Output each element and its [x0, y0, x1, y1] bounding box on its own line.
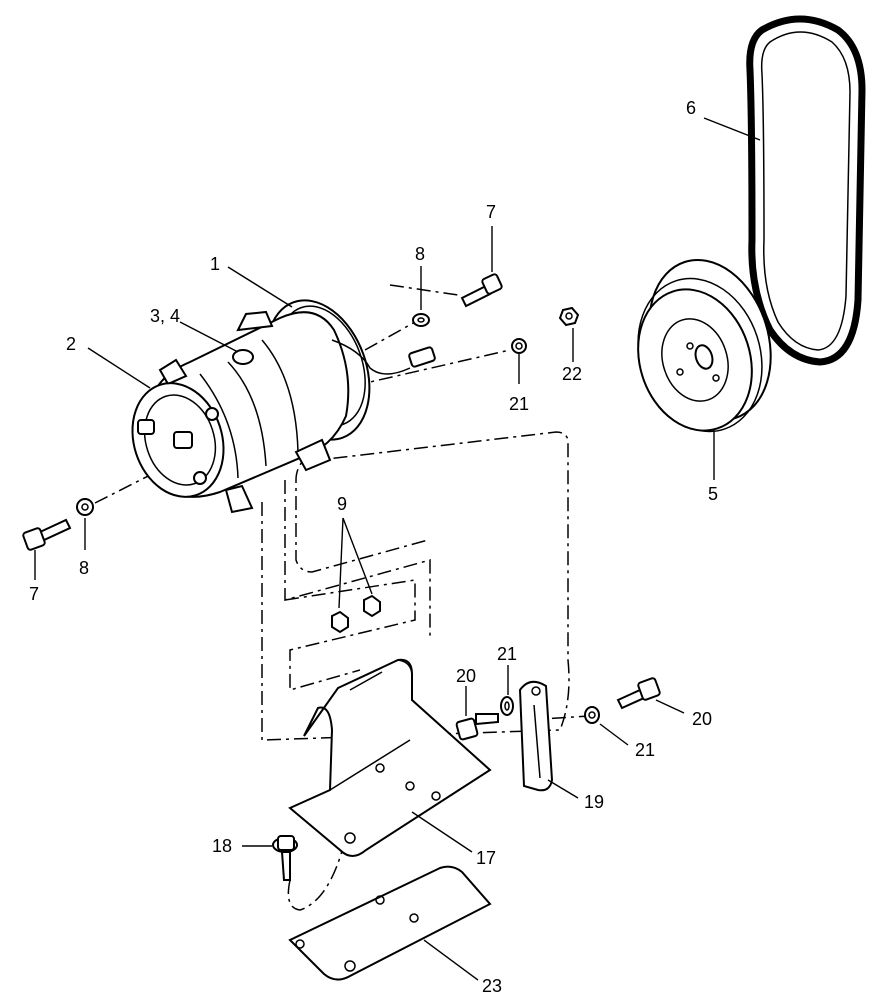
adjusting-strap — [518, 680, 554, 792]
callout-7-left: 7 — [29, 584, 39, 604]
callout-21-top: 21 — [509, 394, 529, 414]
drive-belt — [746, 15, 866, 366]
compressor — [131, 299, 436, 514]
callout-2: 2 — [66, 334, 76, 354]
callout-22: 22 — [562, 364, 582, 384]
callout-7-top: 7 — [486, 202, 496, 222]
callout-23: 23 — [482, 976, 502, 996]
base-plate — [288, 865, 492, 981]
pulley — [637, 258, 772, 433]
callout-3-4: 3, 4 — [150, 306, 180, 326]
callout-8-top: 8 — [415, 244, 425, 264]
callout-6: 6 — [686, 98, 696, 118]
mounting-bracket — [288, 658, 492, 857]
callout-20-right: 20 — [692, 709, 712, 729]
callout-21-center: 21 — [497, 644, 517, 664]
callout-19: 19 — [584, 792, 604, 812]
callout-21-right: 21 — [635, 740, 655, 760]
callout-20-center: 20 — [456, 666, 476, 686]
callout-8-left: 8 — [79, 558, 89, 578]
leader-lines — [34, 117, 761, 981]
callout-1: 1 — [210, 254, 220, 274]
callout-5: 5 — [708, 484, 718, 504]
callout-18: 18 — [212, 836, 232, 856]
callout-17: 17 — [476, 848, 496, 868]
fasteners — [22, 273, 661, 881]
callout-9: 9 — [337, 494, 347, 514]
callout-labels: 1 2 3, 4 5 6 7 7 8 8 9 17 18 19 20 20 21… — [29, 98, 718, 996]
